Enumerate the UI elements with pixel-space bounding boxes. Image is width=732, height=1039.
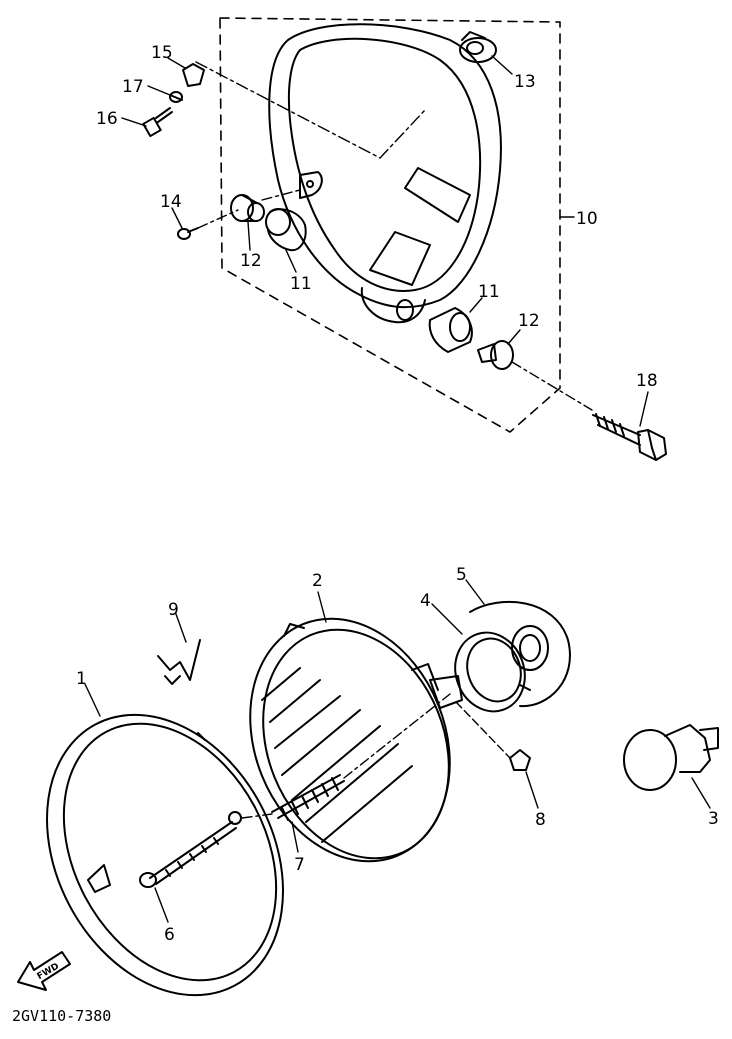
housing-shell: [268, 23, 502, 309]
label-14: 14: [160, 192, 182, 212]
leader-8: [525, 771, 539, 809]
housing-bottom-lug: [360, 287, 426, 324]
label-15: 15: [151, 43, 173, 63]
top-grommet: [459, 31, 497, 63]
figure-code: 2GV110-7380: [12, 1007, 111, 1025]
housing-side-bracket-hole: [306, 180, 314, 188]
label-11-right: 11: [478, 282, 500, 302]
label-13: 13: [514, 72, 536, 92]
leader-17: [147, 85, 171, 96]
housing-side-bracket: [299, 171, 323, 199]
front-arrow: [17, 951, 71, 991]
bolt-part-18: [592, 413, 667, 461]
damper-part-11-right: [428, 307, 473, 353]
assembly-line-left: [197, 189, 301, 229]
leader-6: [154, 887, 169, 923]
clip-part-15: [182, 63, 205, 87]
leader-4: [431, 603, 463, 635]
headlight-unit-group: [46, 579, 719, 997]
assembly-line-lower: [241, 693, 451, 819]
label-4: 4: [420, 591, 431, 611]
assembly-line-right: [511, 361, 593, 411]
assembly-line-nut: [455, 701, 511, 759]
assembly-boundary: [219, 17, 561, 433]
housing-rim: [287, 37, 482, 292]
leader-12a: [247, 221, 251, 251]
label-3: 3: [708, 809, 719, 829]
leader-12b: [507, 329, 521, 345]
housing-slot-upper: [404, 167, 471, 223]
screw-part-14: [177, 227, 199, 240]
label-12-left: 12: [240, 251, 262, 271]
bulb-part-3: [623, 724, 719, 791]
leader-14: [171, 207, 183, 229]
label-6: 6: [164, 925, 175, 945]
bushing-part-12-left: [230, 194, 265, 222]
leader-18: [639, 391, 649, 427]
label-1: 1: [76, 669, 87, 689]
bushing-part-12-right: [477, 340, 514, 370]
bolt-part-16: [142, 107, 173, 138]
leader-11a: [285, 249, 297, 273]
housing-slot-lower: [369, 231, 431, 286]
rim-part-1: [46, 713, 284, 997]
leader-7: [291, 821, 299, 853]
label-16: 16: [96, 109, 118, 129]
label-7: 7: [294, 855, 305, 875]
part-labels: 15 17 16 14 12 11 13 10 11 12 18 2 5 4 9…: [76, 43, 719, 945]
label-11-left: 11: [290, 274, 312, 294]
leader-11b: [469, 297, 483, 313]
label-2: 2: [312, 571, 323, 591]
leader-9: [175, 613, 187, 643]
leader-13: [491, 55, 513, 75]
leader-3: [691, 777, 711, 809]
assembly-line-upper: [195, 61, 426, 159]
spring-part-7: [271, 774, 345, 821]
label-18: 18: [636, 371, 658, 391]
socket-ring-part-4: [454, 631, 526, 713]
damper-part-11-left: [265, 208, 307, 252]
adjuster-bracket: [429, 675, 463, 709]
socket-cover-part-5: [469, 600, 571, 708]
label-8: 8: [535, 810, 546, 830]
leader-2: [317, 591, 327, 623]
label-5: 5: [456, 565, 467, 585]
leader-5: [465, 579, 485, 605]
spring-clip-part-9: [157, 639, 201, 685]
leader-1: [84, 683, 101, 717]
leader-16: [121, 117, 147, 127]
leader-15: [167, 57, 186, 69]
adjust-screw-part-6: [139, 821, 237, 888]
housing-group: [121, 17, 667, 461]
lens-part-2: [249, 617, 451, 863]
label-10: 10: [576, 209, 598, 229]
label-17: 17: [122, 77, 144, 97]
washer-part-17: [169, 91, 183, 103]
nut-part-8: [509, 749, 531, 771]
label-9: 9: [168, 600, 179, 620]
label-12-right: 12: [518, 311, 540, 331]
housing-bottom-lug-hole: [396, 299, 414, 321]
